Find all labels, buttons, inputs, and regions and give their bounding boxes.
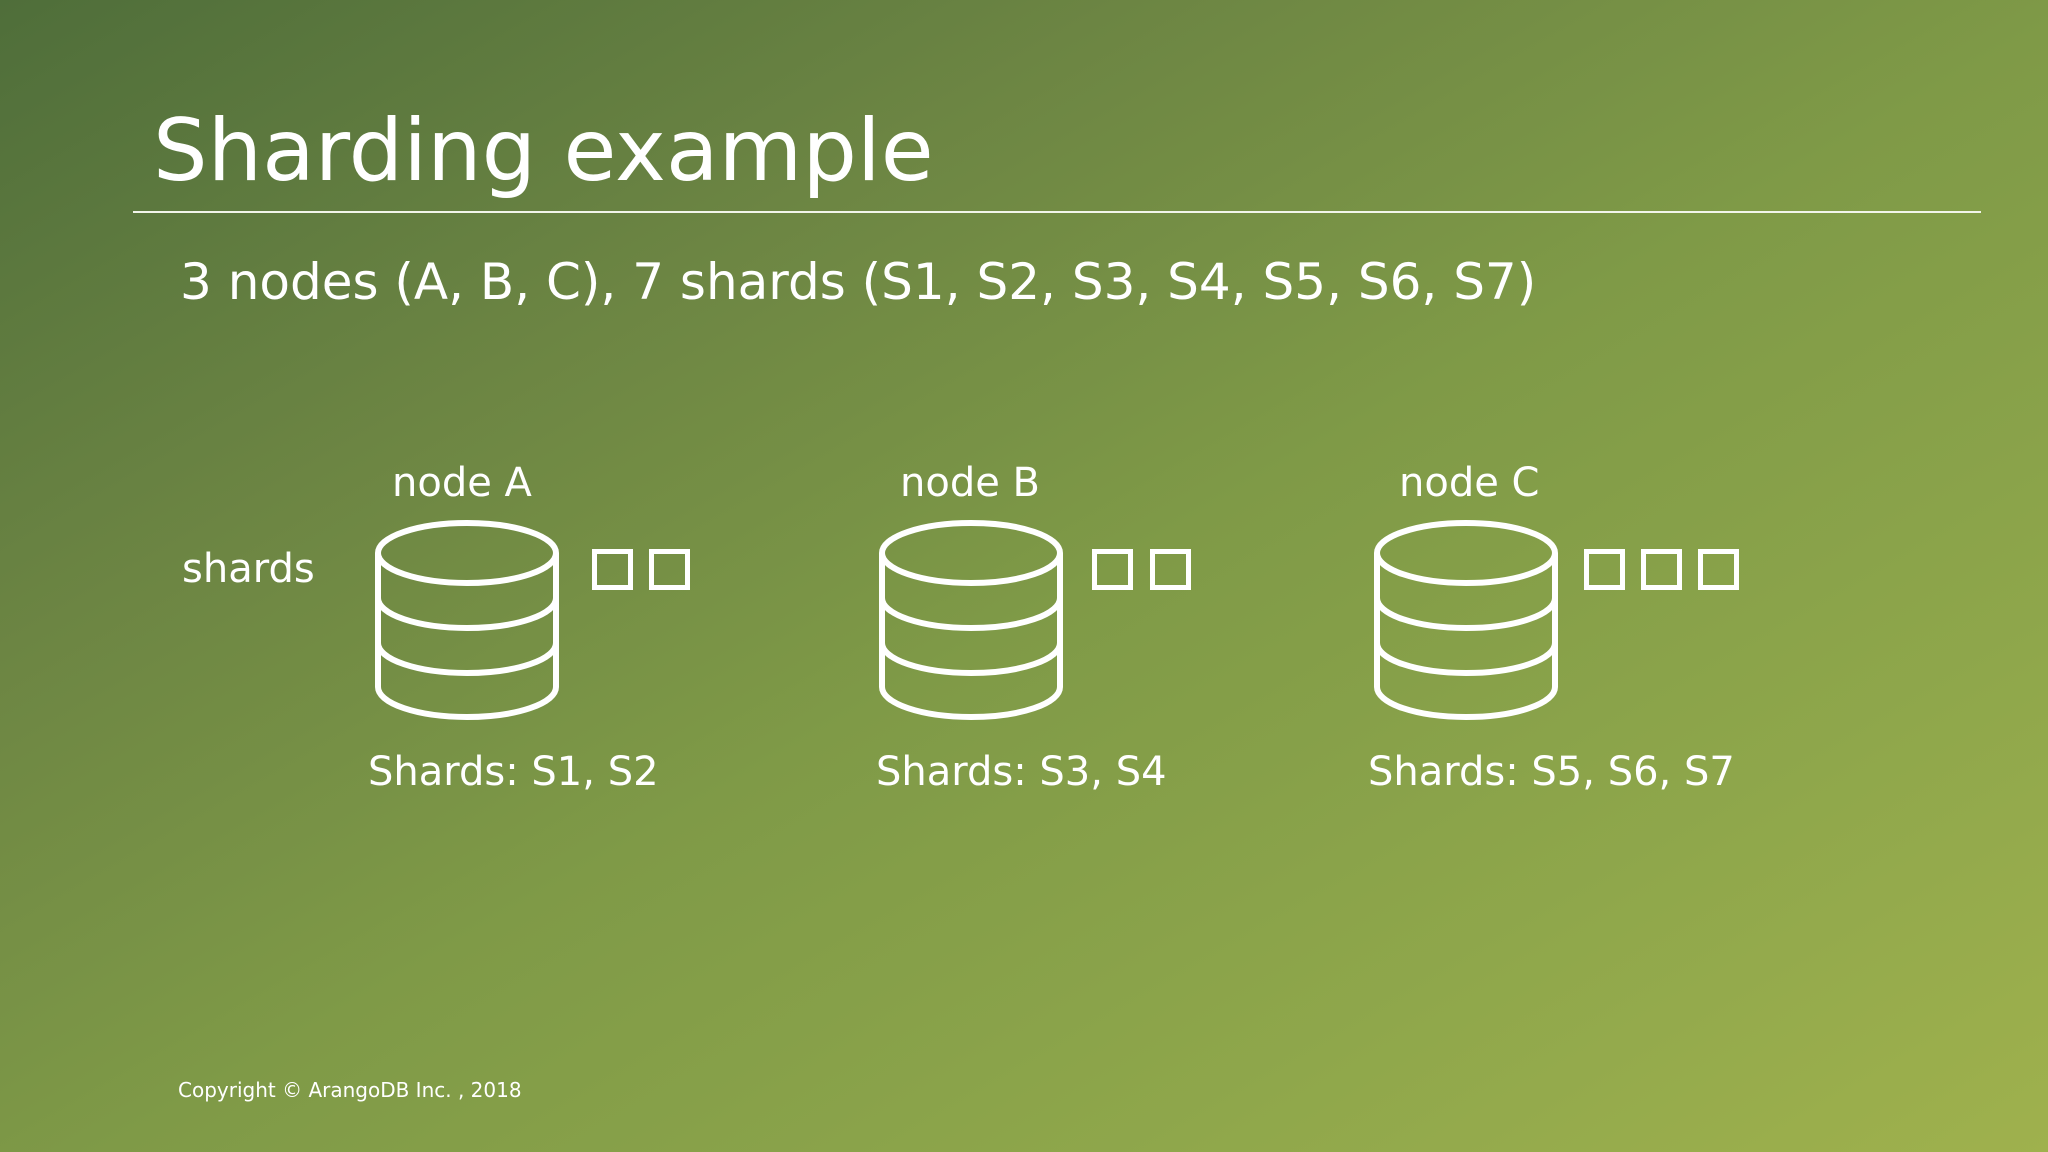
- shard-box: [1641, 549, 1682, 590]
- shard-box: [649, 549, 690, 590]
- node-b-shards-caption: Shards: S3, S4: [876, 749, 1167, 795]
- slide-subtitle: 3 nodes (A, B, C), 7 shards (S1, S2, S3,…: [180, 253, 1537, 311]
- slide-title: Sharding example: [153, 101, 934, 201]
- shard-box: [1150, 549, 1191, 590]
- node-a-shards-caption: Shards: S1, S2: [368, 749, 659, 795]
- database-icon: [1374, 520, 1558, 720]
- shard-box: [1584, 549, 1625, 590]
- node-c-shards-caption: Shards: S5, S6, S7: [1368, 749, 1735, 795]
- shard-box: [1092, 549, 1133, 590]
- node-a-label: node A: [392, 460, 532, 506]
- shard-box: [592, 549, 633, 590]
- copyright-footer: Copyright © ArangoDB Inc. , 2018: [178, 1078, 522, 1102]
- node-c-label: node C: [1399, 460, 1540, 506]
- title-divider: [133, 211, 1981, 213]
- shard-box: [1698, 549, 1739, 590]
- database-icon: [879, 520, 1063, 720]
- shards-row-label: shards: [182, 546, 315, 592]
- database-icon: [375, 520, 559, 720]
- node-b-label: node B: [900, 460, 1040, 506]
